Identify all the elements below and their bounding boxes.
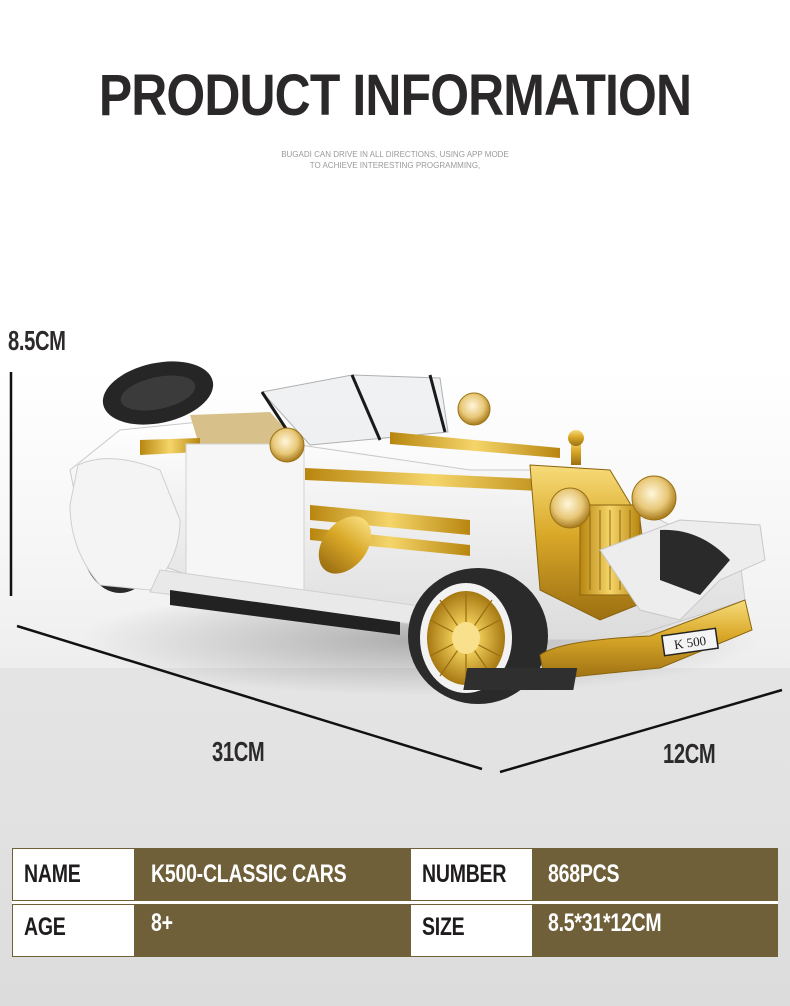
subtitle-line-1: BUGADI CAN DRIVE IN ALL DIRECTIONS, USIN…: [281, 150, 509, 159]
spec-row: NAME K500-CLASSIC CARS NUMBER 868PCS: [12, 848, 778, 901]
spec-value-number: 868PCS: [548, 860, 620, 888]
spec-label-age: AGE: [13, 905, 134, 956]
headlamp-icon: [269, 427, 305, 463]
width-dimension-line: [499, 688, 783, 774]
spec-value-name: K500-CLASSIC CARS: [151, 860, 347, 888]
headlamp-icon: [549, 487, 591, 529]
spec-label-size: SIZE: [411, 905, 532, 956]
spec-table: NAME K500-CLASSIC CARS NUMBER 868PCS AGE…: [12, 848, 778, 957]
headlamp-icon: [457, 392, 491, 426]
spec-value-size: 8.5*31*12CM: [548, 909, 662, 937]
subtitle-line-2: TO ACHIEVE INTERESTING PROGRAMMING,: [309, 161, 481, 170]
svg-text:K 500: K 500: [673, 633, 707, 652]
height-dimension-label: 8.5CM: [8, 325, 66, 356]
width-dimension-label: 12CM: [663, 738, 716, 769]
page-title: PRODUCT INFORMATION: [98, 63, 692, 128]
spec-value-age: 8+: [151, 909, 173, 937]
license-plate: K 500: [661, 627, 719, 657]
page-subtitle: BUGADI CAN DRIVE IN ALL DIRECTIONS, USIN…: [0, 149, 790, 171]
spec-label-number: NUMBER: [411, 849, 532, 900]
car-model: K 500: [69, 361, 766, 704]
spec-label-name: NAME: [13, 849, 134, 900]
spec-row: AGE 8+ SIZE 8.5*31*12CM: [12, 904, 778, 957]
headlamp-icon: [631, 475, 677, 521]
length-dimension-label: 31CM: [212, 736, 265, 767]
row-divider: [12, 901, 778, 904]
